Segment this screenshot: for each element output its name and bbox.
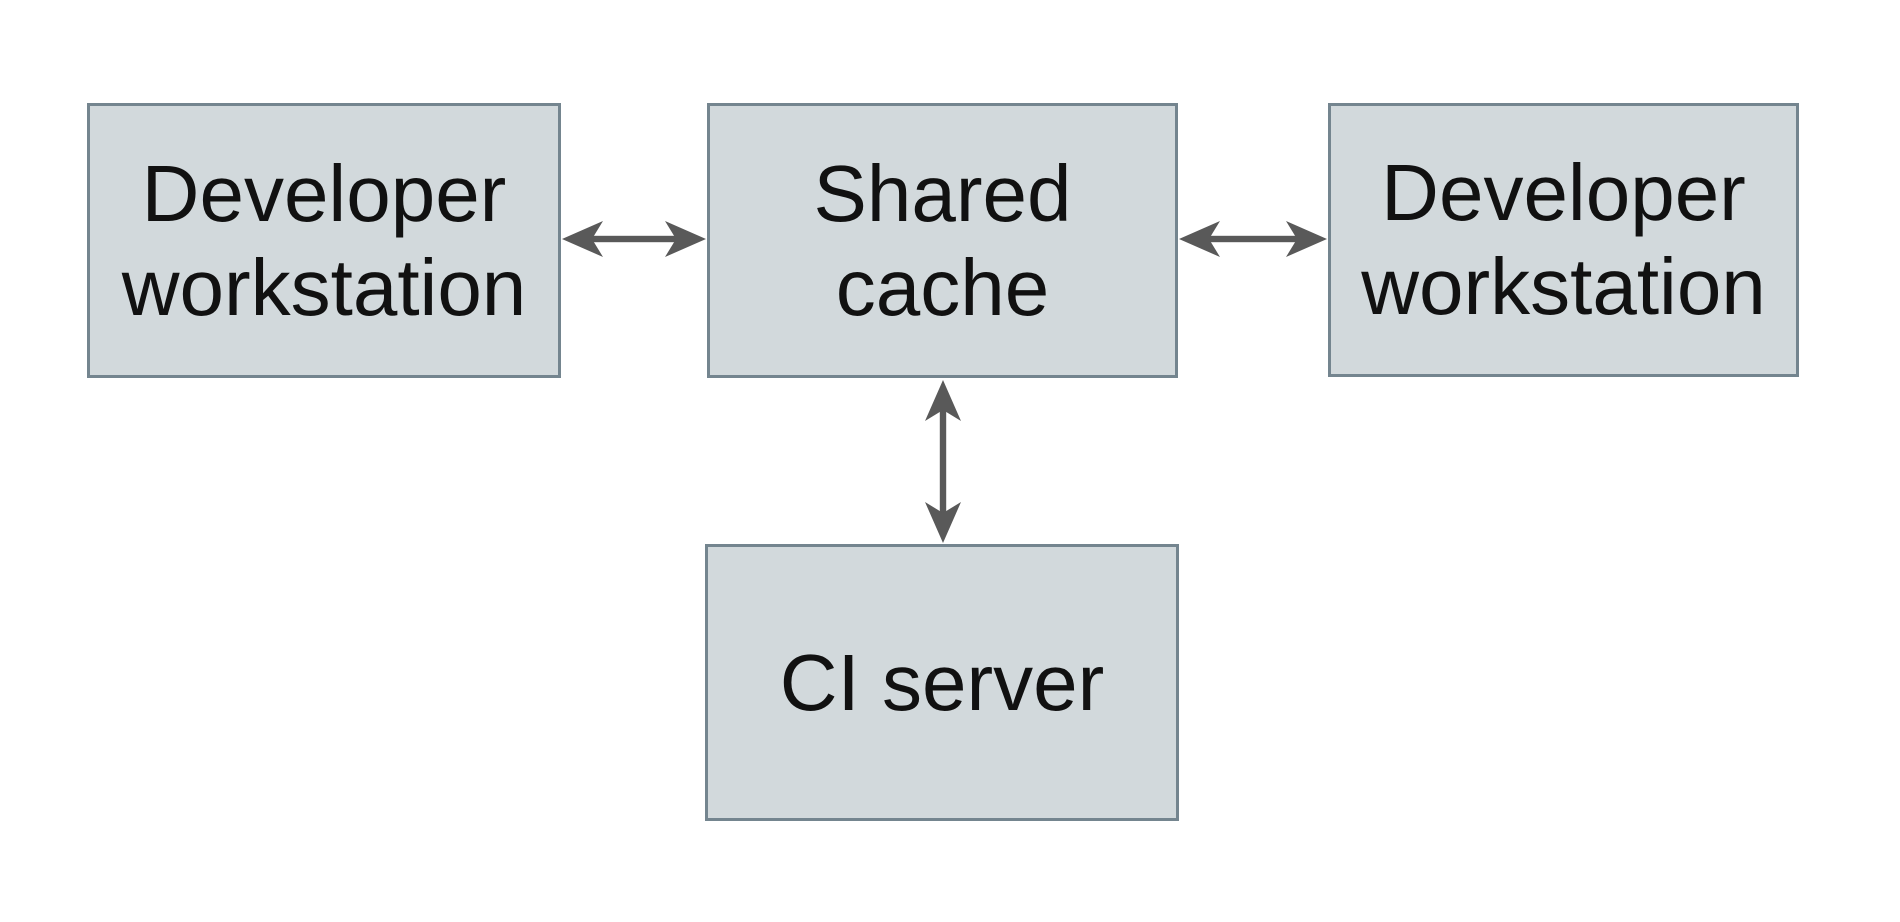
node-label-developer-workstation-right: Developer workstation <box>1361 148 1766 331</box>
bidirectional-arrow-cache-to-ci-server <box>925 380 961 543</box>
node-ci-server: CI server <box>705 544 1179 821</box>
node-label-shared-cache: Shared cache <box>813 148 1072 332</box>
node-label-developer-workstation-left: Developer workstation <box>121 148 527 332</box>
node-shared-cache: Shared cache <box>707 103 1178 378</box>
bidirectional-arrow-left-workstation-to-cache <box>562 221 706 257</box>
node-label-ci-server: CI server <box>779 637 1105 727</box>
node-developer-workstation-right: Developer workstation <box>1328 103 1799 377</box>
bidirectional-arrow-cache-to-right-workstation <box>1179 221 1327 257</box>
node-developer-workstation-left: Developer workstation <box>87 103 561 378</box>
